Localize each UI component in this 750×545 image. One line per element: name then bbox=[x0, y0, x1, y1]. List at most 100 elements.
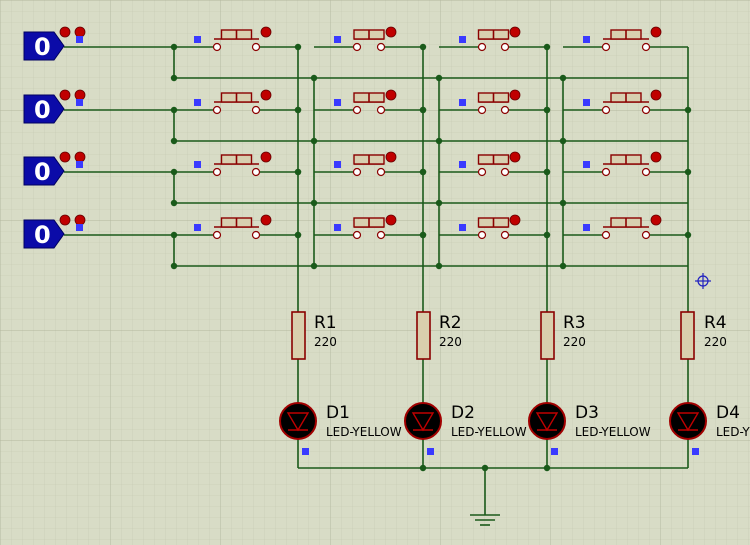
button-contact bbox=[376, 105, 386, 115]
resistor-r2[interactable]: R2 220 bbox=[416, 311, 462, 360]
pin-badge bbox=[59, 26, 71, 38]
led-ref: D4 bbox=[716, 403, 740, 423]
logic-probe-state: 0 bbox=[34, 96, 51, 124]
push-button bbox=[334, 89, 397, 115]
push-button bbox=[459, 26, 521, 52]
resistor-ref: R2 bbox=[439, 313, 462, 333]
resistor-value: 220 bbox=[439, 335, 462, 349]
resistor-ref: R3 bbox=[563, 313, 586, 333]
led-d4[interactable]: D4 LED-Y bbox=[669, 402, 750, 440]
pin-marker bbox=[692, 448, 699, 455]
resistor-r1[interactable]: R1 220 bbox=[291, 311, 337, 360]
button-contact bbox=[212, 105, 222, 115]
pin-badge bbox=[59, 151, 71, 163]
pin-marker bbox=[583, 36, 590, 43]
junction-dot bbox=[684, 168, 692, 176]
junction-dot bbox=[419, 168, 427, 176]
pin-badge bbox=[385, 26, 397, 38]
button-contact bbox=[641, 167, 651, 177]
button-contact bbox=[212, 230, 222, 240]
pin-marker bbox=[194, 99, 201, 106]
button-contact bbox=[376, 230, 386, 240]
pin-marker bbox=[334, 224, 341, 231]
junction-dot bbox=[684, 106, 692, 114]
logic-probe-3[interactable]: 0 bbox=[23, 156, 65, 186]
wires bbox=[59, 26, 692, 472]
resistor-value: 220 bbox=[314, 335, 337, 349]
logic-probe-2[interactable]: 0 bbox=[23, 94, 65, 124]
led-ref: D1 bbox=[326, 403, 350, 423]
pin-marker bbox=[551, 448, 558, 455]
junction-dot bbox=[419, 106, 427, 114]
junction-dot bbox=[419, 464, 427, 472]
button-contact bbox=[251, 167, 261, 177]
pin-marker bbox=[583, 99, 590, 106]
pin-marker bbox=[583, 161, 590, 168]
junction-dot bbox=[294, 106, 302, 114]
led-value: LED-YELLOW bbox=[451, 425, 527, 439]
pin-marker bbox=[583, 224, 590, 231]
led-value: LED-Y bbox=[716, 425, 750, 439]
junction-dot bbox=[294, 168, 302, 176]
logic-probe-state: 0 bbox=[34, 158, 51, 186]
button-contact bbox=[212, 42, 222, 52]
button-contact bbox=[500, 230, 510, 240]
led-d3[interactable]: D3 LED-YELLOW bbox=[528, 402, 651, 440]
pin-marker bbox=[334, 161, 341, 168]
junction-dot bbox=[170, 74, 178, 82]
push-button bbox=[459, 89, 521, 115]
led-value: LED-YELLOW bbox=[326, 425, 402, 439]
led-ref: D3 bbox=[575, 403, 599, 423]
pin-badge bbox=[385, 214, 397, 226]
logic-probe-4[interactable]: 0 bbox=[23, 219, 65, 249]
push-button bbox=[194, 151, 272, 177]
button-contact bbox=[352, 105, 362, 115]
pin-badge bbox=[509, 151, 521, 163]
junction-dot bbox=[170, 262, 178, 270]
pin-marker bbox=[427, 448, 434, 455]
button-contact bbox=[477, 230, 487, 240]
pin-badge bbox=[650, 151, 662, 163]
button-contact bbox=[641, 230, 651, 240]
pin-badge bbox=[509, 89, 521, 101]
resistor-r3[interactable]: R3 220 bbox=[540, 311, 586, 360]
button-contact bbox=[477, 42, 487, 52]
logic-probe-state: 0 bbox=[34, 33, 51, 61]
junction-dot bbox=[684, 231, 692, 239]
junction-dot bbox=[543, 106, 551, 114]
pin-marker bbox=[302, 448, 309, 455]
pin-badge bbox=[650, 89, 662, 101]
button-contact bbox=[641, 105, 651, 115]
pin-marker bbox=[194, 161, 201, 168]
led-d1[interactable]: D1 LED-YELLOW bbox=[279, 402, 402, 440]
pin-badge bbox=[74, 214, 86, 226]
pin-marker bbox=[76, 36, 83, 43]
push-button bbox=[583, 26, 662, 52]
push-button bbox=[459, 151, 521, 177]
button-contact bbox=[251, 105, 261, 115]
logic-probe-1[interactable]: 0 bbox=[23, 31, 65, 61]
pin-marker bbox=[76, 161, 83, 168]
led-d2[interactable]: D2 LED-YELLOW bbox=[404, 402, 527, 440]
push-button bbox=[194, 26, 272, 52]
pin-badge bbox=[260, 89, 272, 101]
button-contact bbox=[641, 42, 651, 52]
pin-badge bbox=[385, 89, 397, 101]
pin-badge bbox=[650, 214, 662, 226]
resistor-value: 220 bbox=[563, 335, 586, 349]
button-contact bbox=[601, 42, 611, 52]
resistor-r4[interactable]: R4 220 bbox=[680, 311, 727, 360]
push-button bbox=[194, 89, 272, 115]
junction-dot bbox=[543, 231, 551, 239]
pin-badge bbox=[260, 214, 272, 226]
button-contact bbox=[352, 230, 362, 240]
button-contact bbox=[376, 42, 386, 52]
pin-marker bbox=[334, 99, 341, 106]
ground-symbol[interactable] bbox=[470, 468, 500, 526]
pin-marker bbox=[76, 224, 83, 231]
push-button bbox=[459, 214, 521, 240]
push-button bbox=[334, 26, 397, 52]
pin-marker bbox=[459, 99, 466, 106]
